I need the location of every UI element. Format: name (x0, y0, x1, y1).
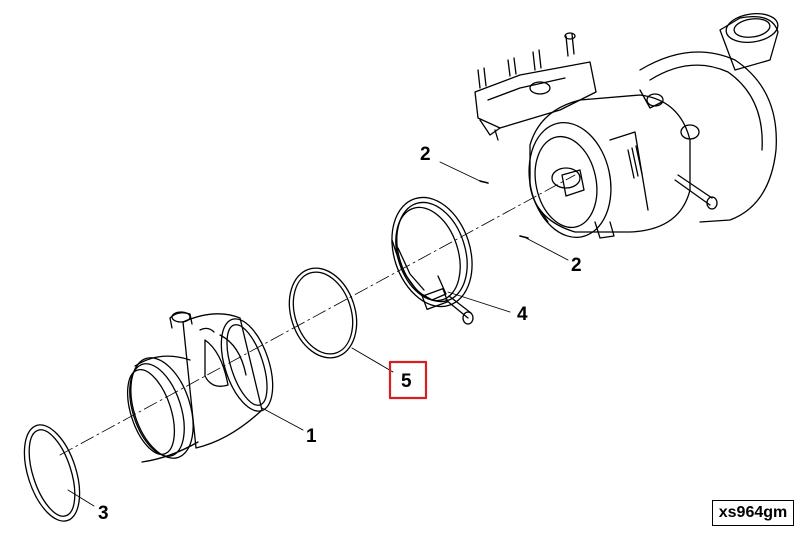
part-4-v-band-clamp (391, 196, 474, 325)
callout-2-lower: 2 (571, 255, 582, 276)
part-3-gasket (23, 424, 81, 522)
callout-5: 5 (401, 371, 412, 392)
turbocharger-assembly (474, 13, 779, 239)
part-2-pins (479, 180, 529, 239)
assembly-axis-line (59, 174, 576, 456)
part-5-o-ring (288, 267, 358, 359)
callout-3: 3 (98, 503, 109, 524)
callout-2-upper: 2 (420, 144, 431, 165)
highlight-box-callout-5 (388, 360, 428, 400)
part-1-outlet-adapter (126, 311, 274, 463)
callout-1: 1 (306, 426, 317, 447)
callout-4: 4 (517, 304, 528, 325)
reference-code-label: xs964gm (712, 500, 794, 526)
leader-lines (67, 161, 569, 507)
